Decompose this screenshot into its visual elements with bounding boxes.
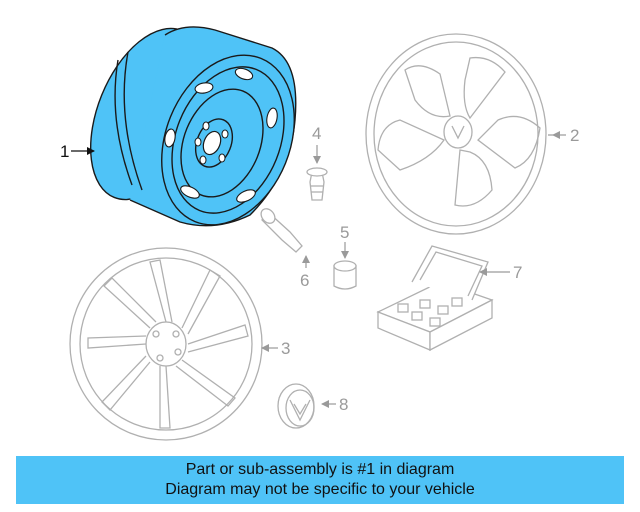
callout-1: 1 (60, 142, 69, 161)
callout-6: 6 (300, 271, 309, 290)
callout-8: 8 (339, 395, 348, 414)
valve-cap-part-5[interactable] (333, 242, 357, 290)
steel-wheel-part-1[interactable] (68, 12, 319, 245)
banner-line-2: Diagram may not be specific to your vehi… (165, 481, 475, 498)
callout-7: 7 (513, 263, 522, 282)
callout-4: 4 (312, 124, 321, 143)
lug-bolt-part-4[interactable] (306, 145, 328, 201)
spoked-wheel-part-3[interactable] (69, 247, 263, 441)
valve-stem-part-6[interactable] (258, 206, 310, 268)
callout-5: 5 (340, 223, 349, 242)
parts-diagram: 1 2 3 4 5 6 7 8 (60, 12, 579, 441)
info-banner: Part or sub-assembly is #1 in diagram Di… (16, 456, 624, 504)
callout-2: 2 (570, 126, 579, 145)
alloy-wheel-part-2[interactable] (365, 33, 553, 235)
lock-bolt-kit-part-7[interactable] (376, 245, 510, 352)
center-cap-part-8[interactable] (277, 383, 336, 429)
banner-line-1: Part or sub-assembly is #1 in diagram (185, 461, 455, 478)
callout-3: 3 (281, 339, 290, 358)
